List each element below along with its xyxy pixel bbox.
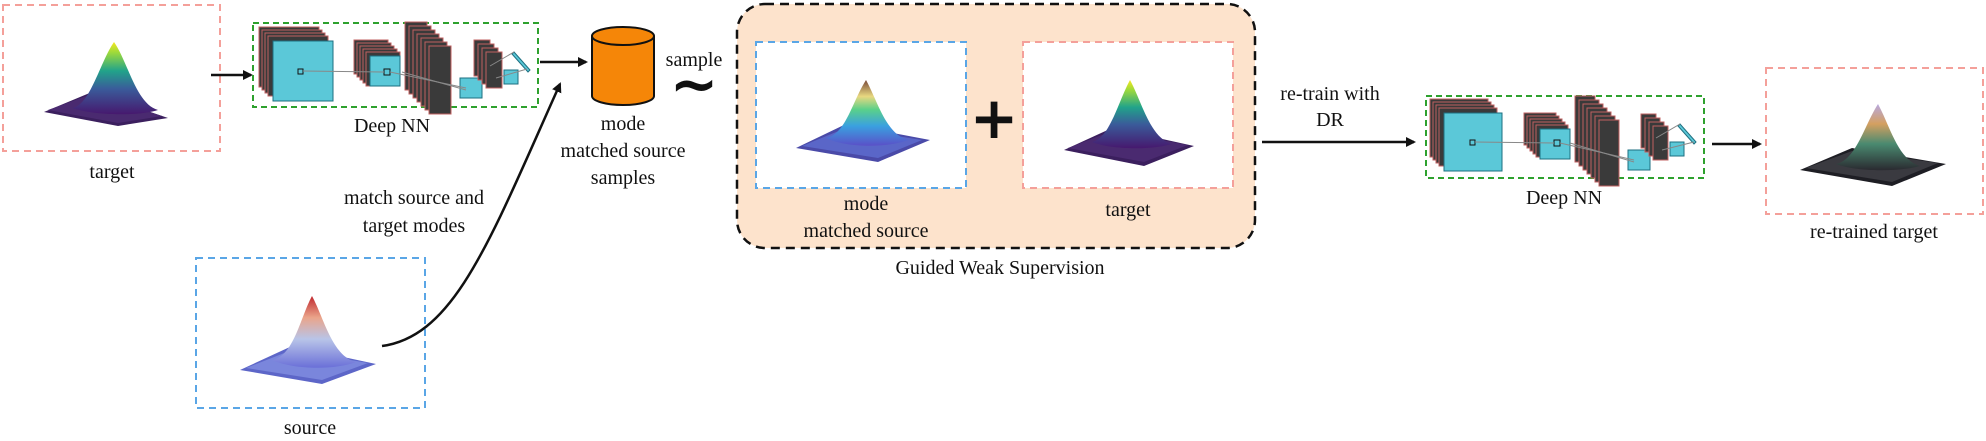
deep-nn-label-2: Deep NN — [1526, 187, 1602, 209]
match-modes-line-2: target modes — [363, 215, 466, 237]
store-label-line-3: samples — [591, 167, 656, 189]
target-label: target — [89, 161, 135, 183]
retrain-line-1: re-train with — [1280, 83, 1379, 105]
sample-store-cylinder — [591, 26, 655, 106]
retrained-frame — [1765, 67, 1984, 215]
gws-mode-source-line-2: matched source — [804, 220, 929, 242]
sample-tilde: ~ — [670, 50, 719, 118]
store-label-line-1: mode — [601, 113, 646, 135]
retrained-label: re-trained target — [1810, 221, 1938, 243]
plus-sign: + — [970, 84, 1019, 152]
deep-nn-frame-1 — [252, 22, 539, 108]
match-modes-line-1: match source and — [344, 187, 484, 209]
gws-mode-source-plot — [796, 80, 930, 162]
deep-nn-label-1: Deep NN — [354, 115, 430, 137]
deep-nn-layers-2 — [1429, 95, 1697, 187]
source-frame — [195, 257, 426, 409]
store-label-line-2: matched source — [561, 140, 686, 162]
retrained-surface-plot — [1800, 104, 1946, 186]
source-label: source — [284, 417, 336, 439]
arrow-source-to-store — [381, 82, 562, 348]
target-frame — [2, 4, 221, 152]
gws-target-label: target — [1105, 199, 1151, 221]
sample-label: sample — [666, 49, 723, 71]
gws-title: Guided Weak Supervision — [895, 257, 1104, 279]
gws-target-plot — [1064, 80, 1194, 166]
target-surface-plot — [44, 42, 168, 126]
deep-nn-layers-1 — [258, 21, 531, 115]
source-surface-plot — [240, 296, 376, 384]
retrain-line-2: DR — [1316, 109, 1344, 131]
gws-mode-source-line-1: mode — [844, 193, 889, 215]
